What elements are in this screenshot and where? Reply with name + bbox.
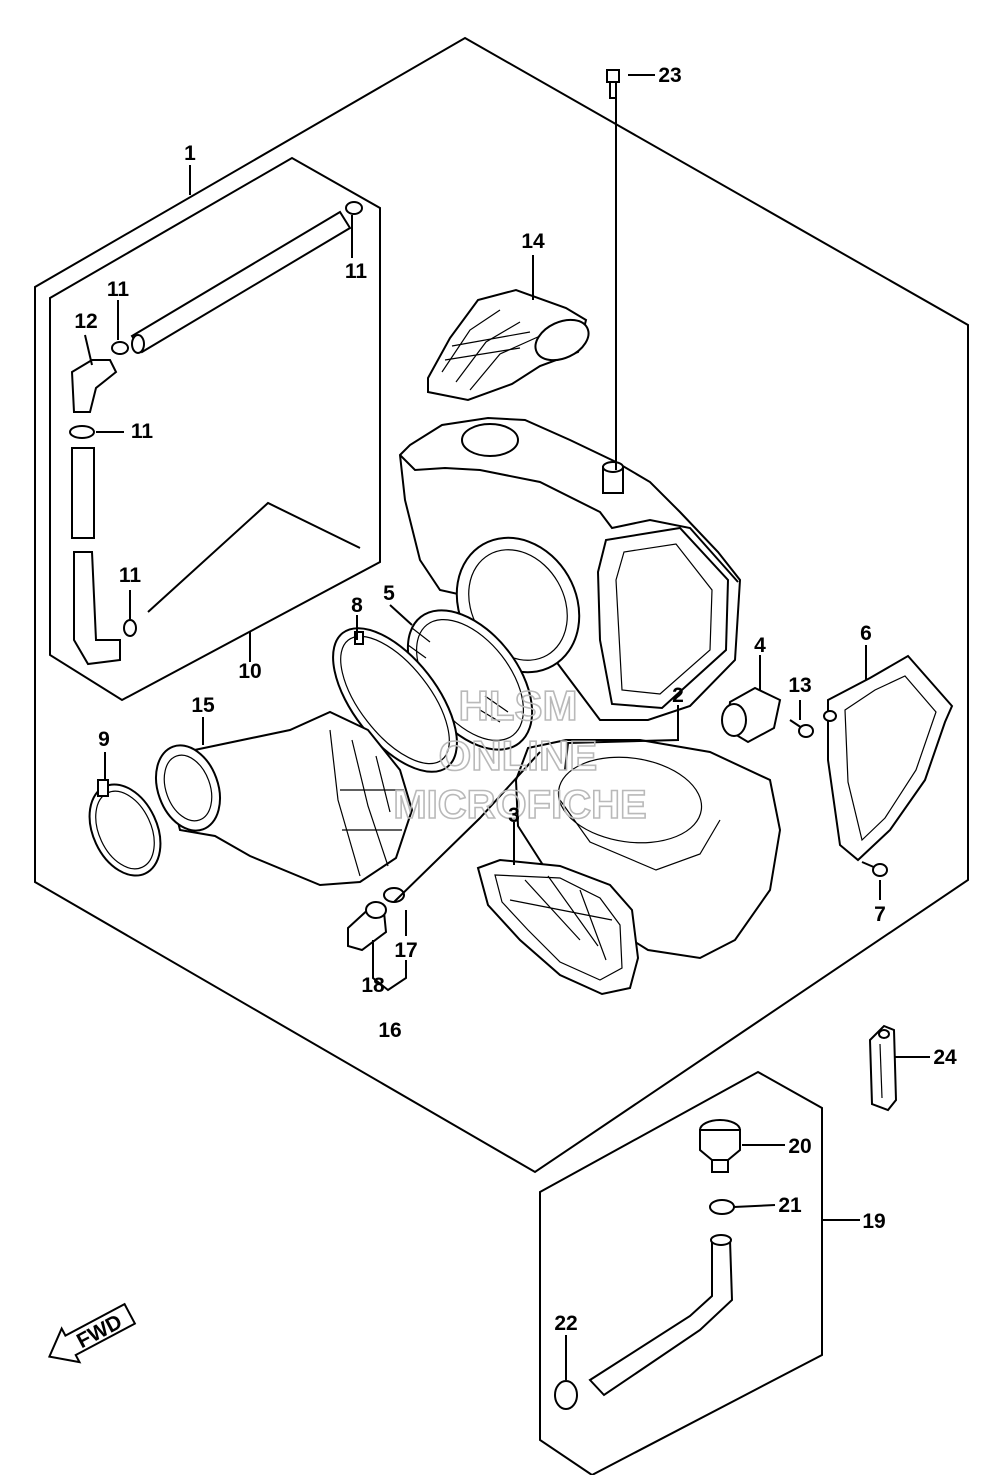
label-9: 9 [98, 728, 110, 751]
label-19: 19 [862, 1210, 885, 1233]
hose-clamp [88, 779, 162, 877]
assembly-frame [34, 36, 969, 1174]
label-12: 12 [74, 310, 97, 333]
label-13: 13 [788, 674, 811, 697]
clip-22 [554, 1380, 578, 1410]
label-14: 14 [521, 230, 545, 253]
intake-duct [427, 288, 590, 402]
elbow-joint [70, 359, 118, 413]
breather-cap [699, 1119, 741, 1173]
label-8: 8 [351, 594, 363, 617]
label-6: 6 [860, 622, 872, 645]
intake-boot [155, 710, 414, 887]
label-3: 3 [508, 804, 520, 827]
screw-7 [861, 861, 888, 877]
label-11-lower: 11 [119, 564, 142, 587]
watermark-line3: MICROFICHE [393, 783, 646, 827]
watermark-line1: HLSM [459, 682, 578, 729]
label-22: 22 [554, 1312, 577, 1335]
label-17: 17 [394, 939, 417, 962]
label-1: 1 [184, 142, 196, 165]
label-18: 18 [361, 974, 385, 997]
label-15: 15 [191, 694, 215, 717]
breather-hose-lower [69, 425, 137, 666]
leader-lines [84, 74, 930, 1380]
element-frame [476, 858, 640, 996]
callout-labels: 1 11 11 12 11 11 10 14 23 5 8 15 9 2 4 1… [74, 64, 957, 1335]
case-cover [823, 654, 954, 862]
breather-hose [588, 1234, 734, 1397]
label-10: 10 [238, 660, 261, 683]
label-11-top: 11 [345, 260, 368, 283]
seal-ring [332, 627, 458, 773]
hose-kit-frame [49, 156, 381, 702]
clip-21 [709, 1199, 735, 1215]
label-24: 24 [933, 1046, 957, 1069]
label-4: 4 [754, 634, 766, 657]
label-20: 20 [788, 1135, 811, 1158]
bolt-23 [606, 69, 620, 99]
strap [868, 1024, 898, 1112]
fwd-arrow: FWD [47, 1302, 137, 1364]
screw-13 [789, 719, 814, 738]
label-16: 16 [378, 1019, 401, 1042]
label-5: 5 [383, 582, 395, 605]
label-21: 21 [778, 1194, 802, 1217]
watermark-line2: ONLINE [439, 732, 598, 779]
label-11-upper: 11 [107, 278, 130, 301]
air-cleaner-case [398, 416, 742, 721]
grommet [721, 686, 782, 744]
label-7: 7 [874, 903, 886, 926]
watermark: HLSM ONLINE MICROFICHE [393, 681, 648, 828]
label-2: 2 [672, 684, 684, 707]
label-23: 23 [658, 64, 681, 87]
breather-kit-frame [539, 1070, 823, 1475]
label-11-mid: 11 [131, 420, 154, 443]
breather-hose-upper [111, 201, 363, 355]
